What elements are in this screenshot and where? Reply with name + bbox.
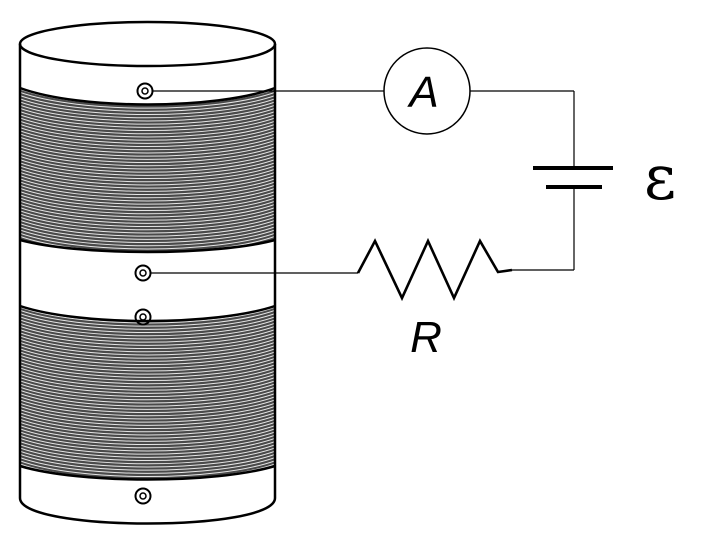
terminal-3-icon	[134, 308, 152, 326]
coil-bottom	[19, 304, 276, 481]
coil-top-lower-edge	[19, 238, 276, 254]
coil-top-upper-edge	[19, 86, 276, 106]
terminal-4-icon	[134, 487, 152, 505]
emf-label: ε	[644, 141, 676, 214]
cylinder	[18, 20, 277, 525]
resistor-icon	[356, 237, 513, 302]
circuit-wires	[150, 90, 575, 274]
cylinder-bottom-edge	[18, 497, 277, 525]
resistor-label: R	[410, 313, 442, 362]
coil-top	[19, 86, 276, 254]
battery-icon	[533, 166, 613, 189]
coil-bottom-upper-edge	[19, 304, 276, 323]
ammeter-icon: A	[383, 47, 471, 135]
ammeter-label: A	[406, 68, 438, 117]
coil-bottom-lower-edge	[19, 464, 276, 481]
